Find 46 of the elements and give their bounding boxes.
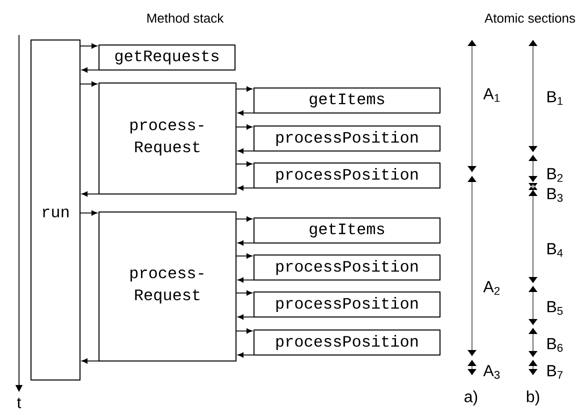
call-arrow	[236, 253, 252, 259]
section-label: B$_{1}$	[548, 91, 563, 105]
call-arrow	[80, 43, 98, 49]
section-label: B$_{4}$	[548, 243, 563, 257]
method-box: process- Request	[98, 212, 236, 362]
return-arrow	[238, 110, 254, 116]
method-box: process- Request	[98, 82, 236, 194]
heading: Atomic sections	[484, 13, 576, 23]
section-label: A$_{2}$	[483, 281, 500, 295]
method-box: getItems	[254, 88, 440, 114]
return-arrow	[238, 277, 254, 283]
method-box: processPosition	[254, 329, 440, 356]
method-box: processPosition	[254, 126, 440, 152]
method-box: processPosition	[254, 162, 440, 188]
section-label: A$_{1}$	[483, 88, 500, 102]
section-label: B$_{7}$	[548, 365, 563, 379]
panel-label: a)	[464, 390, 478, 406]
method-box: processPosition	[254, 254, 440, 280]
return-arrow	[238, 185, 254, 191]
return-arrow	[238, 148, 254, 154]
return-arrow	[238, 240, 254, 246]
section-label: B$_{5}$	[548, 301, 563, 315]
method-box: processPosition	[254, 291, 440, 318]
method-box: getItems	[254, 217, 440, 244]
panel-label: b)	[526, 390, 540, 406]
return-arrow	[238, 314, 254, 320]
call-arrow	[236, 86, 252, 92]
call-arrow	[236, 216, 252, 222]
call-arrow	[236, 290, 252, 296]
return-arrow	[82, 358, 99, 364]
return-arrow	[238, 352, 254, 358]
call-arrow	[236, 124, 252, 130]
method-bar: run	[30, 40, 80, 380]
section-label: B$_{3}$	[548, 188, 563, 202]
section-label: B$_{6}$	[548, 338, 563, 352]
call-arrow	[236, 161, 252, 167]
call-arrow	[236, 328, 252, 334]
section-label: B$_{2}$	[548, 168, 563, 182]
return-arrow	[82, 191, 99, 197]
method-box: getRequests	[98, 44, 236, 70]
heading: Method stack	[147, 13, 224, 23]
call-arrow	[80, 210, 98, 216]
axis-label: t	[17, 398, 22, 408]
call-arrow	[80, 81, 98, 87]
return-arrow	[82, 67, 99, 73]
section-label: A$_{3}$	[483, 365, 500, 379]
